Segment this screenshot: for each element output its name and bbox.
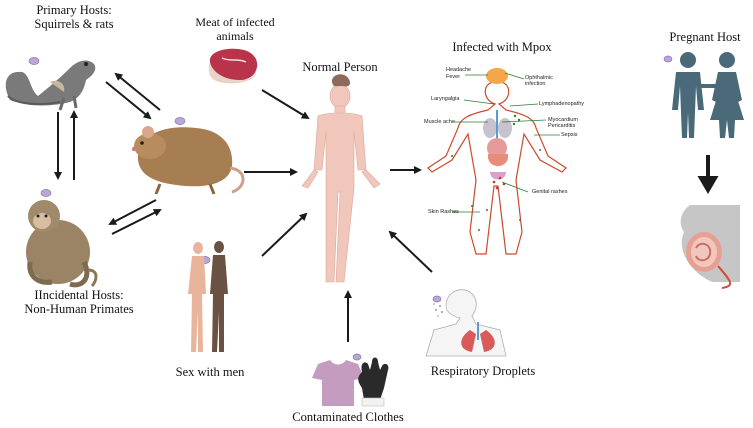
- clothes-label: Contaminated Clothes: [278, 410, 418, 424]
- rat-illustration: [132, 126, 243, 194]
- arrow-pregnant-to-fetus: [701, 155, 715, 190]
- pregnant-host-couple: [672, 52, 744, 138]
- meat-icon: [209, 49, 257, 84]
- infected-label: Infected with Mpox: [432, 40, 572, 54]
- arrow-squirrel-to-rat: [106, 82, 150, 118]
- tshirt-icon: [312, 360, 364, 406]
- arrow-droplets-to-person: [390, 232, 432, 272]
- primary-hosts-label: Primary Hosts: Squirrels & rats: [14, 3, 134, 32]
- normal-person-label: Normal Person: [290, 60, 390, 74]
- clothes-icons: [312, 358, 388, 407]
- arrow-rat-to-squirrel: [116, 74, 160, 110]
- squirrel-illustration: [6, 61, 96, 110]
- arrow-monkey-to-rat: [112, 210, 160, 234]
- arrow-rat-to-monkey: [110, 200, 156, 224]
- meat-label-line1: Meat of infected: [180, 16, 290, 30]
- symptom-muscle-ache: Muscle ache: [424, 119, 455, 125]
- glove-icon: [358, 358, 388, 401]
- symptom-laryngalgia: Laryngalgia: [431, 96, 459, 102]
- arrow-sex-to-person: [262, 214, 306, 256]
- symptom-ophthalmic: Ophthalmic infection: [525, 75, 553, 87]
- primary-hosts-title: Primary Hosts:: [14, 3, 134, 17]
- meat-label: Meat of infected animals: [180, 16, 290, 44]
- meat-label-line2: animals: [180, 30, 290, 44]
- pregnant-belly-illustration: [681, 205, 740, 288]
- symptom-headache: Headache: [446, 67, 471, 73]
- incidental-hosts-title: IIncidental Hosts:: [4, 288, 154, 302]
- monkey-illustration: [26, 200, 96, 286]
- symptom-lymphadenopathy: Lymphadenopathy: [539, 101, 584, 107]
- symptom-sepsis: Sepsis: [561, 132, 578, 138]
- virus-icon: [41, 190, 51, 197]
- primary-hosts-subtitle: Squirrels & rats: [14, 17, 134, 31]
- sex-label: Sex with men: [160, 365, 260, 379]
- virus-icon: [353, 354, 361, 360]
- pregnant-host-label: Pregnant Host: [660, 30, 750, 44]
- symptom-fever: Fever: [446, 74, 460, 80]
- symptom-skin-rashes: Skin Rashes: [428, 209, 459, 215]
- virus-icon: [175, 118, 185, 125]
- normal-person-figure: [302, 74, 380, 282]
- incidental-hosts-label: IIncidental Hosts: Non-Human Primates: [4, 288, 154, 317]
- virus-icon: [433, 296, 441, 302]
- incidental-hosts-subtitle: Non-Human Primates: [4, 302, 154, 316]
- symptom-genital-rashes: Genital rashes: [532, 189, 567, 195]
- virus-icon: [29, 58, 39, 65]
- virus-icon: [664, 56, 672, 62]
- respiratory-label: Respiratory Droplets: [418, 364, 548, 378]
- arrow-meat-to-person: [262, 90, 308, 118]
- symptom-myocardium: Myocardium Pericarditis: [548, 117, 578, 129]
